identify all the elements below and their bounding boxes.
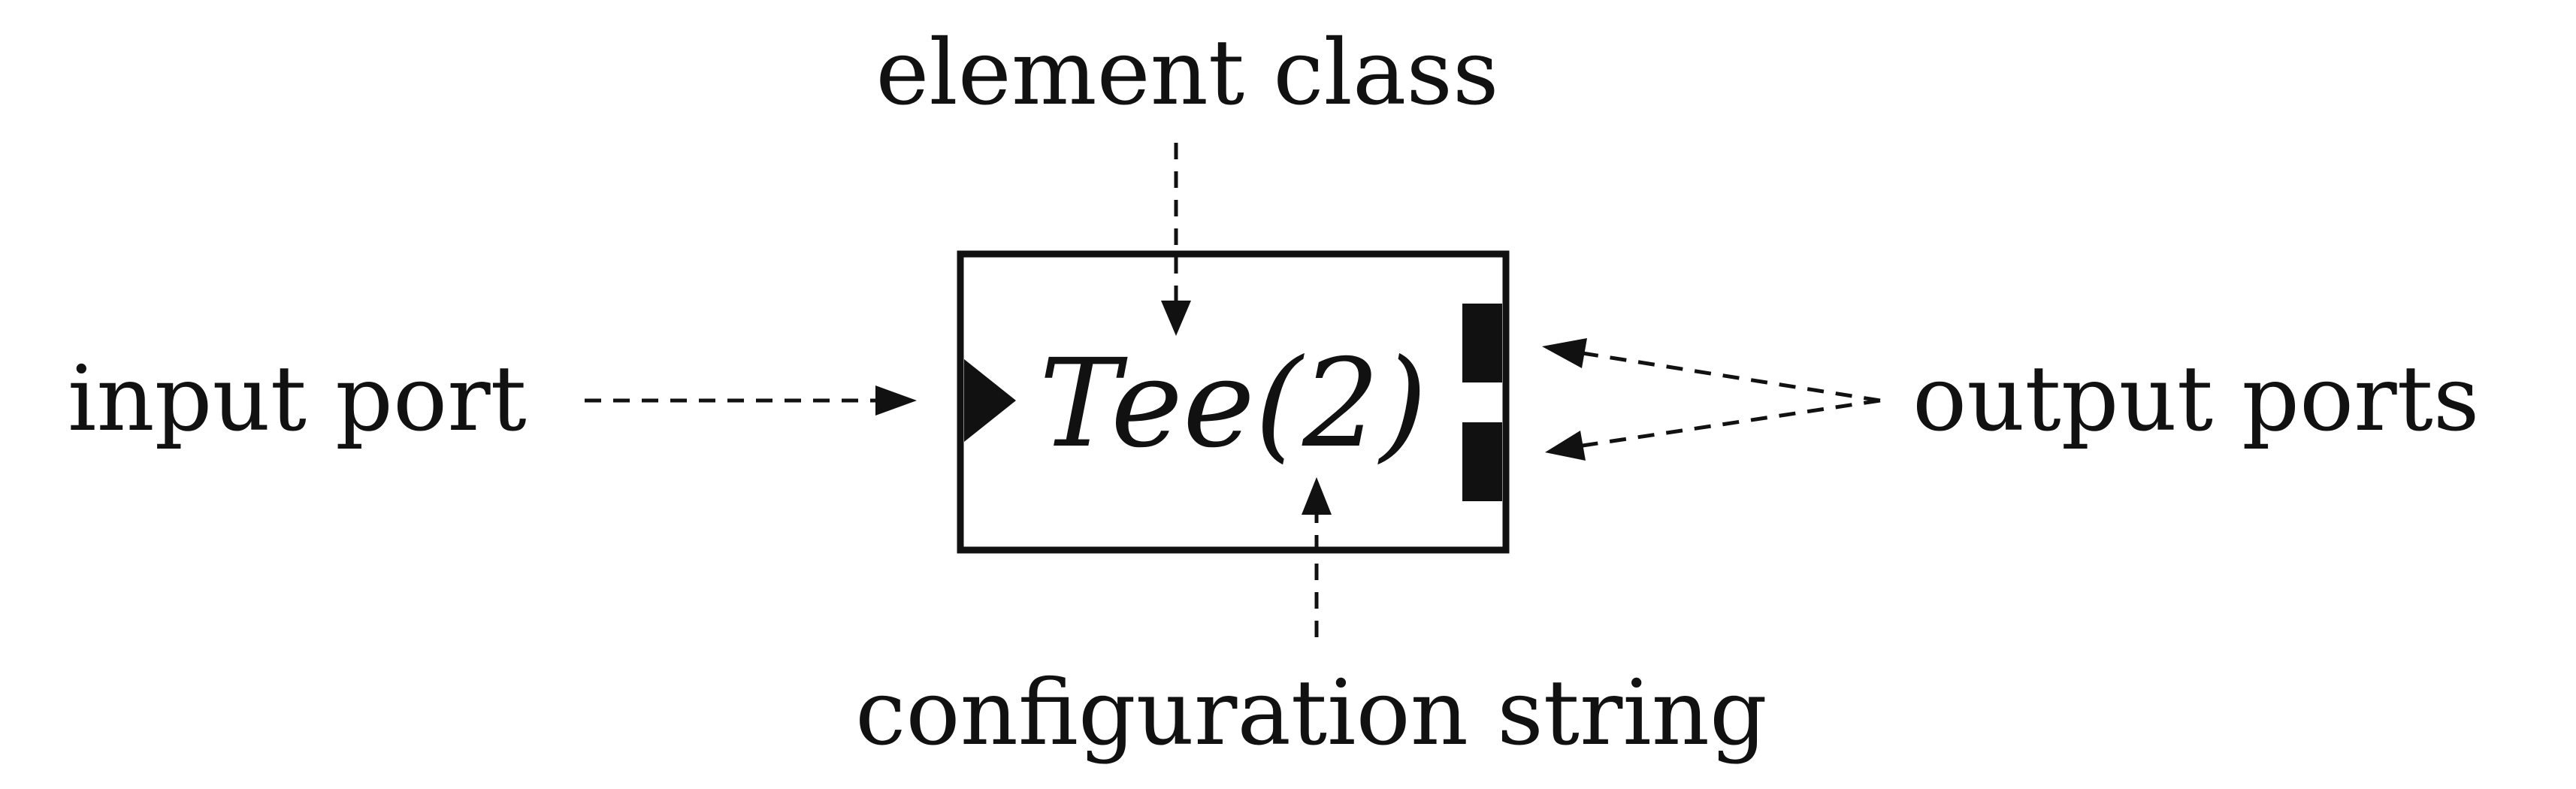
input-port-triangle xyxy=(964,359,1016,442)
configuration-string-arrowhead xyxy=(1302,477,1332,515)
element-class-label: element class xyxy=(875,21,1498,125)
output-port-0-arrow-line xyxy=(1582,351,1881,403)
input-port-arrowhead xyxy=(875,385,917,416)
output-port-1-arrow-line xyxy=(1582,398,1881,448)
output-port-1 xyxy=(1462,422,1502,501)
output-port-0-arrowhead xyxy=(1542,338,1587,368)
input-port-label: input port xyxy=(68,347,527,452)
output-ports-label: output ports xyxy=(1912,347,2479,452)
configuration-string-label: configuration string xyxy=(855,661,1767,766)
element-class-arrowhead xyxy=(1161,301,1191,336)
element-name-text: Tee(2) xyxy=(1039,334,1428,475)
output-port-1-arrowhead xyxy=(1545,431,1586,461)
element-box xyxy=(957,250,1510,554)
output-port-0 xyxy=(1462,304,1502,382)
